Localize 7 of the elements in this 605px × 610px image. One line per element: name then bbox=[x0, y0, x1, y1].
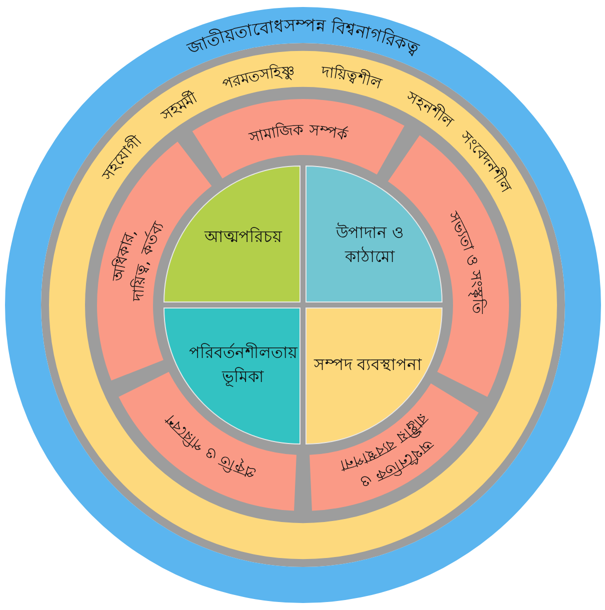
segment-label: সামাজিক সম্পর্ক bbox=[247, 120, 350, 147]
quadrant-label: উপাদান ও কাঠামো bbox=[334, 222, 406, 268]
ring-label: দায়িত্বশীল bbox=[320, 62, 384, 93]
quadrant-label: পরিবর্তনশীলতায় ভূমিকা bbox=[188, 342, 299, 389]
quadrant-label: আত্মপরিচয় bbox=[204, 226, 282, 248]
quadrant-label: সম্পদ ব্যবস্থাপনা bbox=[314, 354, 422, 376]
ring-label: পরমতসহিষ্ণু bbox=[220, 62, 296, 94]
